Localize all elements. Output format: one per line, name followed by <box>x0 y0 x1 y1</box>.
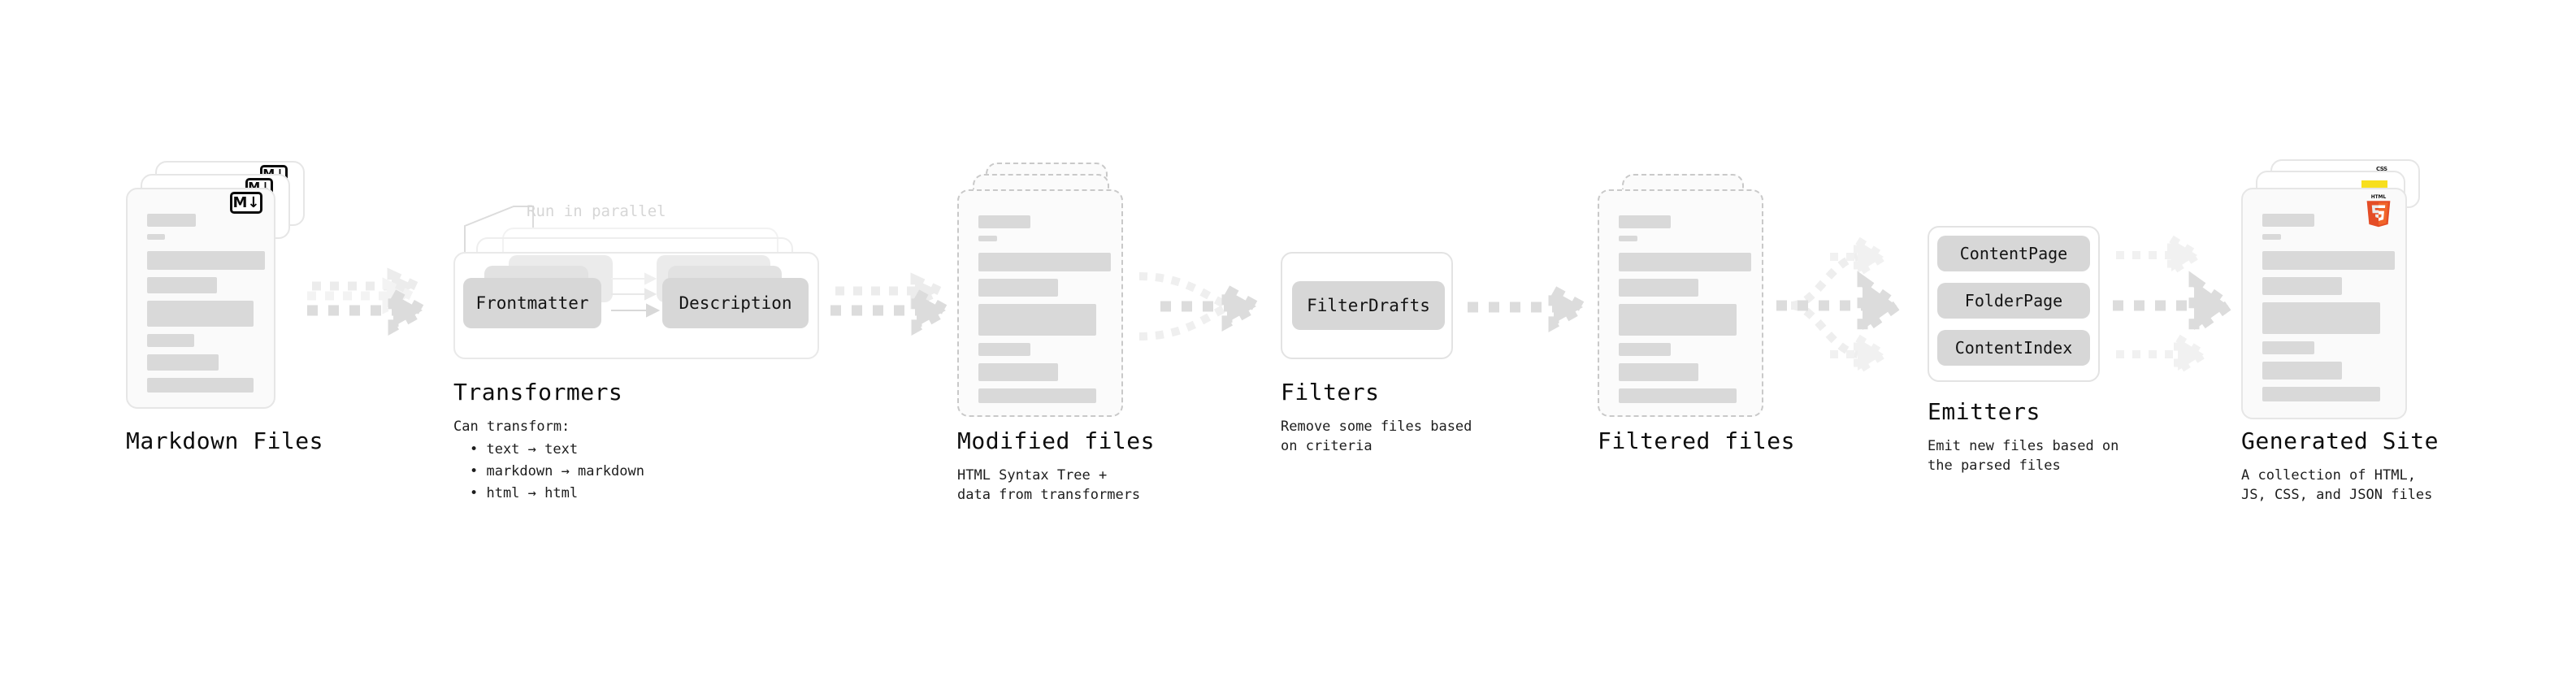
line-bar <box>1619 388 1737 403</box>
modified-placeholder-lines <box>978 215 1111 410</box>
filterdrafts-chip[interactable]: FilterDrafts <box>1292 281 1445 330</box>
site-placeholder-lines <box>2262 214 2395 409</box>
filtered-placeholder-lines <box>1619 215 1751 410</box>
line-bar <box>2262 214 2314 227</box>
filters-sub-1: on criteria <box>1281 438 1373 454</box>
line-bar <box>978 215 1030 228</box>
filtered-files-stack <box>1598 163 1776 431</box>
generated-site-sub-0: A collection of HTML, <box>2241 467 2416 484</box>
line-bar <box>147 251 265 270</box>
transformers-title: Transformers <box>453 379 623 406</box>
filters-title: Filters <box>1281 379 1380 406</box>
markdown-icon: M↓ <box>230 192 262 214</box>
modified-files-title: Modified files <box>957 427 1156 454</box>
emitters-title: Emitters <box>1928 398 2040 425</box>
line-bar <box>978 279 1058 297</box>
transformers-group: Run in parallel Frontmatter Description <box>447 189 837 359</box>
run-in-parallel-annotation: Run in parallel <box>527 202 666 220</box>
css3-icon-label: CSS <box>2376 166 2387 172</box>
line-bar <box>147 234 165 240</box>
contentpage-chip[interactable]: ContentPage <box>1937 236 2090 271</box>
arrow-modified-to-filters <box>1138 272 1268 340</box>
line-bar <box>978 236 997 241</box>
folderpage-chip[interactable]: FolderPage <box>1937 283 2090 319</box>
generated-site-title: Generated Site <box>2241 427 2439 454</box>
transformers-sub-item-2: • html → html <box>470 485 579 501</box>
line-bar <box>1619 343 1671 356</box>
line-bar <box>2262 251 2395 270</box>
arrow-transformers-to-modified <box>830 272 957 336</box>
modified-files-sub-0: HTML Syntax Tree + <box>957 467 1108 484</box>
line-bar <box>147 301 254 327</box>
line-bar <box>1619 215 1671 228</box>
line-bar <box>1619 304 1737 336</box>
line-bar <box>1619 253 1751 271</box>
transformers-sub-item-1: • markdown → markdown <box>470 463 644 479</box>
line-bar <box>978 304 1096 336</box>
parallel-leader-line <box>464 206 534 252</box>
line-bar <box>147 334 194 347</box>
arrow-filters-to-filtered <box>1468 281 1594 333</box>
modified-files-stack <box>957 163 1136 431</box>
line-bar <box>147 354 219 371</box>
frontmatter-chip[interactable]: Frontmatter <box>463 278 601 328</box>
contentindex-chip[interactable]: ContentIndex <box>1937 330 2090 366</box>
line-bar <box>2262 234 2281 240</box>
description-chip[interactable]: Description <box>662 278 809 328</box>
line-bar <box>147 277 217 293</box>
line-bar <box>2262 387 2380 401</box>
arrow-emitters-to-site <box>2113 231 2238 379</box>
markdown-files-stack: M↓ M↓ M↓ <box>126 161 313 421</box>
filters-sub-0: Remove some files based <box>1281 419 1472 435</box>
line-bar <box>1619 279 1698 297</box>
emitters-sub-0: Emit new files based on <box>1928 438 2119 454</box>
line-bar <box>147 378 254 393</box>
arrow-filtered-to-emitters <box>1776 232 1906 379</box>
line-bar <box>147 214 196 227</box>
transformers-sub-heading: Can transform: <box>453 419 570 435</box>
line-bar <box>978 363 1058 381</box>
line-bar <box>2262 341 2314 354</box>
markdown-files-title: Markdown Files <box>126 427 324 454</box>
line-bar <box>1619 236 1637 241</box>
arrow-markdown-to-transformers <box>307 267 434 336</box>
line-bar <box>978 388 1096 403</box>
transformers-sub-item-0: • text → text <box>470 441 579 458</box>
generated-site-sub-1: JS, CSS, and JSON files <box>2241 487 2433 503</box>
markdown-sheet-front <box>126 188 275 409</box>
markdown-placeholder-lines <box>147 214 265 400</box>
line-bar <box>2262 302 2380 334</box>
line-bar <box>1619 363 1698 381</box>
filtered-files-title: Filtered files <box>1598 427 1796 454</box>
emitters-sub-1: the parsed files <box>1928 458 2061 474</box>
line-bar <box>978 253 1111 271</box>
html5-icon: HTML <box>2366 195 2391 228</box>
transformer-internal-arrows <box>611 272 661 318</box>
line-bar <box>2262 277 2342 295</box>
modified-files-sub-1: data from transformers <box>957 487 1141 503</box>
modified-sheet-front <box>957 189 1123 417</box>
generated-site-stack: CSS HTML <box>2241 159 2436 427</box>
filtered-sheet-front <box>1598 189 1763 417</box>
line-bar <box>2262 362 2342 380</box>
svg-text:HTML: HTML <box>2371 195 2387 200</box>
line-bar <box>978 343 1030 356</box>
